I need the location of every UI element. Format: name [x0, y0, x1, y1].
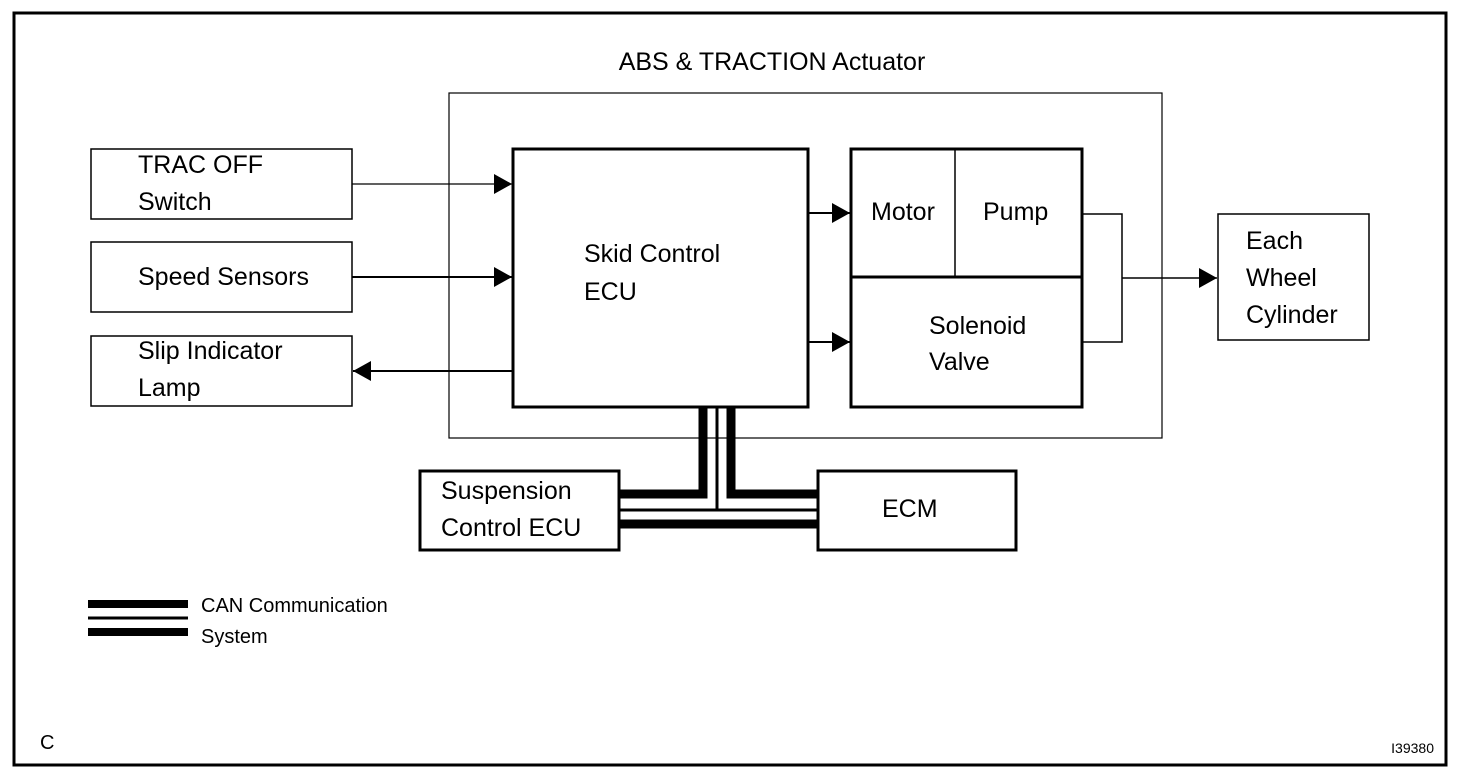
legend-can: CAN Communication System [88, 595, 388, 648]
wheel-cylinder-label-3: Cylinder [1246, 301, 1338, 329]
skid-control-ecu-label-1: Skid Control [584, 240, 720, 268]
ecm-label: ECM [882, 495, 938, 523]
solenoid-label-2: Valve [929, 348, 990, 376]
speed-sensors-label: Speed Sensors [138, 263, 309, 291]
wheel-cylinder-label-1: Each [1246, 227, 1303, 255]
suspension-ecu-label-1: Suspension [441, 477, 572, 505]
wheel-cylinder-box: Each Wheel Cylinder [1217, 213, 1370, 341]
actuator-title: ABS & TRACTION Actuator [619, 48, 926, 76]
figure-id: I39380 [1391, 740, 1434, 756]
can-bus [620, 407, 818, 529]
speed-sensors-box: Speed Sensors [90, 241, 353, 313]
pump-label: Pump [983, 198, 1048, 226]
legend-label-1: CAN Communication [201, 595, 388, 617]
legend-label-2: System [201, 626, 268, 648]
wheel-cylinder-label-2: Wheel [1246, 264, 1317, 292]
suspension-control-ecu-box: Suspension Control ECU [418, 469, 621, 552]
pump-solenoid-assembly: Motor Pump Solenoid Valve [849, 147, 1084, 409]
slip-indicator-label-1: Slip Indicator [138, 337, 283, 365]
ecm-box: ECM [816, 469, 1018, 552]
trac-off-switch-box: TRAC OFF Switch [90, 148, 353, 220]
actuator-boundary [448, 92, 1163, 439]
skid-control-ecu-box: Skid Control ECU [511, 147, 810, 409]
corner-letter: C [40, 732, 54, 754]
suspension-ecu-label-2: Control ECU [441, 514, 581, 542]
trac-off-switch-label-1: TRAC OFF [138, 151, 263, 179]
skid-control-ecu-label-2: ECU [584, 278, 637, 306]
trac-off-switch-label-2: Switch [138, 188, 212, 216]
output-bracket [1083, 213, 1123, 343]
outer-frame [12, 11, 1448, 767]
slip-indicator-lamp-box: Slip Indicator Lamp [90, 335, 353, 407]
solenoid-label-1: Solenoid [929, 312, 1026, 340]
slip-indicator-label-2: Lamp [138, 374, 201, 402]
motor-label: Motor [871, 198, 935, 226]
